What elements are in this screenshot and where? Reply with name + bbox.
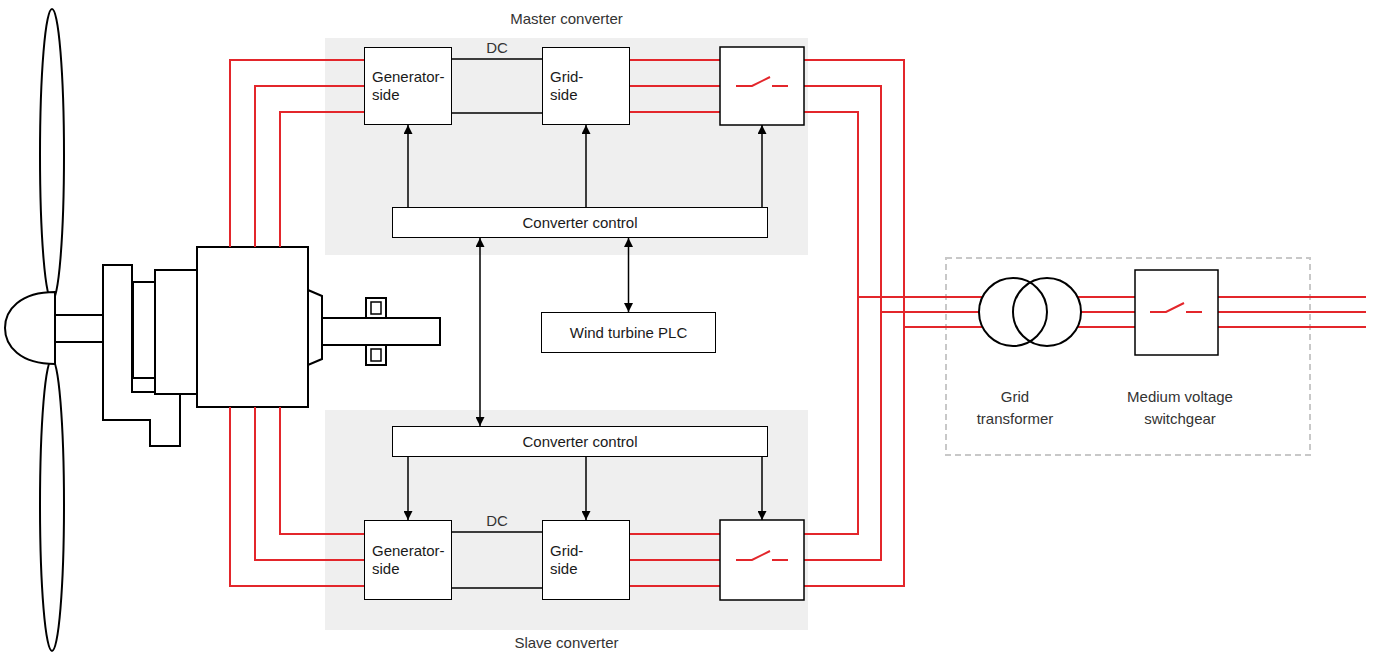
converter-panel: Master converterGenerator- sideGrid- sid… bbox=[325, 38, 808, 255]
connector bbox=[407, 457, 409, 520]
connector bbox=[585, 125, 587, 207]
grid-side-wires bbox=[630, 60, 720, 112]
grid-wires bbox=[1078, 297, 1367, 327]
block-box: Grid- side bbox=[542, 47, 630, 125]
coupling bbox=[371, 349, 381, 361]
transformer-winding bbox=[1013, 278, 1081, 346]
label-holder: DC bbox=[486, 39, 508, 56]
panel-heading: Slave converter bbox=[325, 634, 808, 652]
panel-ground bbox=[325, 410, 808, 630]
connector bbox=[452, 532, 542, 588]
component-label: Medium voltage switchgear bbox=[1112, 386, 1248, 430]
rotor-blade bbox=[40, 9, 64, 301]
bus-wires bbox=[804, 60, 904, 586]
main-shaft bbox=[55, 315, 103, 342]
generator-end bbox=[308, 290, 322, 365]
box-label: Grid- side bbox=[550, 542, 602, 578]
gear-stage bbox=[133, 282, 155, 378]
generator-body bbox=[197, 247, 308, 407]
box-label: Generator- side bbox=[372, 68, 445, 104]
block-box: Wind turbine PLC bbox=[541, 312, 716, 353]
switchgear-box bbox=[1135, 270, 1218, 355]
switch-symbol bbox=[1150, 303, 1202, 312]
box-label: Converter control bbox=[522, 433, 637, 451]
converter-panel: Slave converterConverter controlGenerato… bbox=[325, 410, 808, 630]
grid-side-wires bbox=[630, 534, 720, 586]
breaker-box bbox=[720, 520, 804, 600]
switch-symbol bbox=[736, 551, 788, 560]
connector bbox=[452, 59, 542, 113]
power-wiring bbox=[230, 60, 1366, 586]
label-holder: Grid transformer bbox=[965, 386, 1065, 430]
coupling bbox=[371, 302, 381, 314]
coupling bbox=[366, 298, 386, 318]
breaker-box bbox=[720, 47, 804, 125]
rotor-hub bbox=[5, 292, 55, 364]
generator-wires bbox=[230, 60, 364, 247]
output-shaft bbox=[322, 318, 440, 345]
control-arrow bbox=[761, 457, 763, 520]
block-box: Converter control bbox=[392, 426, 768, 457]
connector bbox=[407, 125, 409, 207]
block-box: Generator- side bbox=[364, 520, 452, 600]
block-box: Converter control bbox=[392, 207, 768, 238]
block-box: Grid- side bbox=[542, 520, 630, 600]
rotor-blade bbox=[40, 359, 64, 651]
control-arrow bbox=[761, 125, 763, 207]
label-holder: Medium voltage switchgear bbox=[1112, 386, 1248, 430]
generator-wires bbox=[230, 407, 364, 586]
box-label: Wind turbine PLC bbox=[570, 324, 688, 342]
box-label: Converter control bbox=[522, 214, 637, 232]
link-label: DC bbox=[486, 39, 508, 56]
connector bbox=[479, 238, 481, 426]
panel-heading: Master converter bbox=[325, 10, 808, 28]
link-label: DC bbox=[486, 512, 508, 529]
connector bbox=[585, 457, 587, 520]
box-label: Generator- side bbox=[372, 542, 445, 578]
panel-ground bbox=[325, 38, 808, 255]
coupling bbox=[366, 345, 386, 365]
label-holder: DC bbox=[486, 512, 508, 529]
gear-stage bbox=[155, 270, 197, 394]
box-label: Grid- side bbox=[550, 68, 602, 104]
transformer-feed bbox=[858, 297, 983, 327]
switch-symbol bbox=[736, 77, 788, 86]
component-label: Grid transformer bbox=[965, 386, 1065, 430]
block-box: Generator- side bbox=[364, 47, 452, 125]
connector bbox=[628, 238, 630, 312]
grid-region bbox=[946, 258, 1310, 455]
